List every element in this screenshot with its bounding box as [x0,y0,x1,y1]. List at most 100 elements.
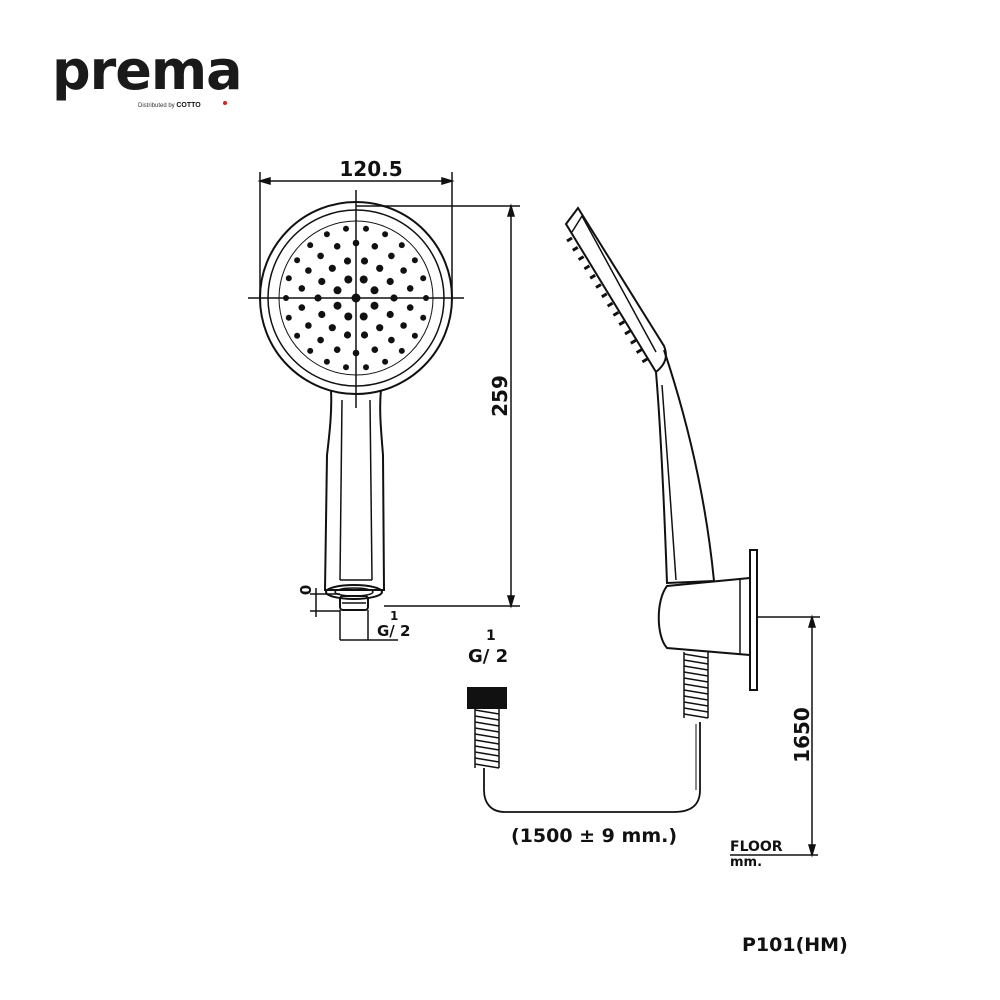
spray-hole [307,347,314,354]
spray-hole [333,301,342,310]
brand-logo: prema Distributed by COTTO [52,44,243,114]
spray-hole [344,275,353,284]
spray-holes [283,225,429,371]
spray-hole [400,267,407,274]
side-nozzle [612,311,620,317]
hose-coil [683,653,709,719]
spray-hole [406,304,414,311]
spray-hole [359,312,368,321]
side-nozzle [601,292,608,299]
spray-hole [376,264,384,272]
spray-hole [406,285,414,292]
spray-hole [314,294,322,302]
side-view [467,206,820,813]
spray-hole [333,346,341,354]
tagline-text: Distributed by [138,103,175,109]
spray-hole [305,322,312,329]
hose-coil [474,709,500,769]
partner-name: COTTO [176,102,201,109]
spray-hole [390,294,398,302]
spray-hole [360,257,369,265]
spray-hole [333,243,341,250]
side-nozzle [595,283,602,289]
spray-hole [420,275,427,282]
thread-side-label: G/ 2 [377,622,410,640]
hose-loop [483,722,701,813]
spray-hole [371,243,379,250]
spray-hole [388,252,395,260]
spray-hole [400,322,407,329]
unit-label: mm. [730,855,762,870]
spray-hole [343,257,352,265]
offset-dimension [310,588,340,617]
side-nozzle [577,255,585,261]
handle-inner [339,399,373,581]
mount-height-label: 1650 [790,707,814,763]
side-nozzle [589,273,596,280]
handle-outline [323,389,386,591]
fitting-ring [325,584,383,600]
spray-hole [411,332,418,339]
spray-hole [283,295,289,301]
spray-hole [398,242,405,249]
spray-hole [298,304,306,311]
spray-hole [294,257,301,264]
spray-hole [285,314,292,321]
brand-name: prema [52,39,243,102]
thread-top-label: G/ 2 [468,646,508,667]
hose-length-label: (1500 ± 9 mm.) [511,825,677,847]
spray-hole [307,242,314,249]
side-nozzle [572,246,579,252]
model-number: P101(HM) [742,934,848,956]
side-handle [655,349,716,585]
offset-label: 0 [296,585,314,595]
spray-hole [343,364,349,371]
side-nozzle [606,301,614,308]
spray-hole [352,239,360,247]
spray-hole [370,301,379,310]
side-nozzle [583,264,591,271]
hose-nut [467,687,507,709]
wall-holder [657,576,751,657]
height-label: 259 [488,375,512,417]
thread-top-fraction: 1 [486,628,496,644]
side-nozzle [630,339,637,345]
side-nozzle [566,236,573,243]
spray-hole [376,324,384,332]
spray-hole [333,286,342,295]
side-nozzle [618,320,625,326]
spray-hole [351,293,361,303]
spray-hole [344,312,353,321]
spray-hole [323,231,330,238]
spray-hole [370,286,379,295]
spray-hole [294,332,301,339]
spray-hole [420,314,427,321]
spray-hole [318,277,326,286]
spray-hole [343,225,349,232]
side-head-outline [574,207,666,372]
spray-hole [317,252,324,260]
spray-hole [388,336,395,344]
mount-height-dimension [730,614,818,858]
spray-hole [328,324,336,332]
spray-hole [363,225,369,232]
front-view [248,190,464,641]
spray-hole [398,347,405,354]
spray-hole [285,275,292,282]
spray-hole [363,364,369,371]
spray-hole [423,295,429,301]
spray-hole [318,310,326,319]
height-dimension [356,203,520,609]
spray-hole [360,331,369,339]
wall-plate [749,549,758,691]
spray-hole [386,277,394,286]
spray-hole [298,285,306,292]
brand-tagline: Distributed by COTTO [138,102,201,109]
spray-hole [371,346,379,354]
spray-hole [382,231,389,238]
spray-hole [411,257,418,264]
fitting-nut [339,595,369,611]
thread-side-fraction: 1 [390,609,398,623]
spray-hole [359,275,368,284]
spray-hole [382,358,389,365]
